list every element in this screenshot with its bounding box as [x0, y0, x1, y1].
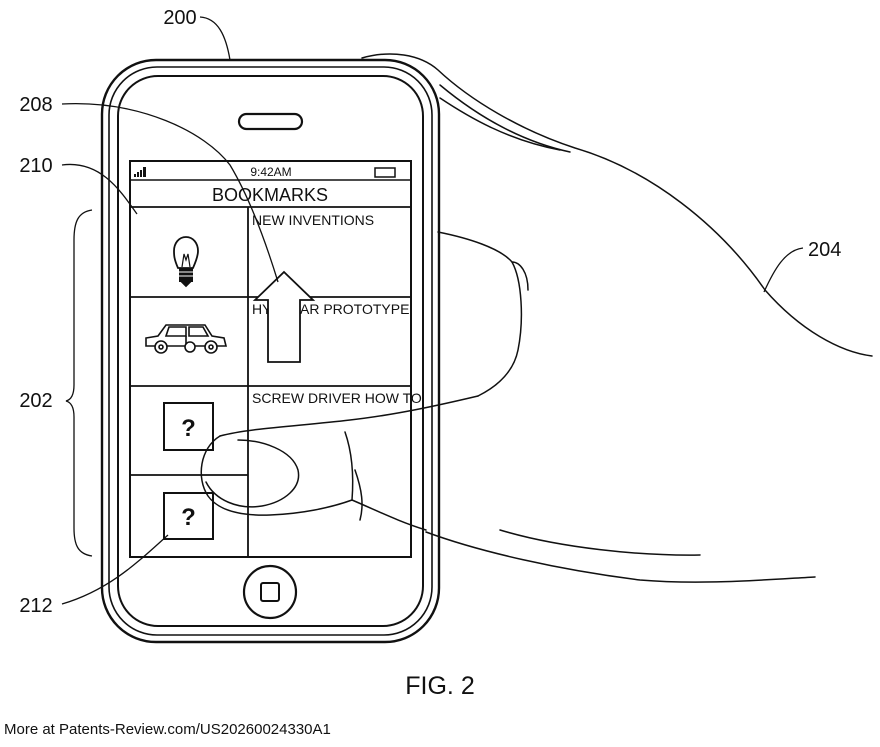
- source-footer: More at Patents-Review.com/US20260024330…: [4, 721, 331, 738]
- svg-text:?: ?: [181, 504, 196, 531]
- bookmark-item-1[interactable]: NEW INVENTIONS: [131, 208, 410, 296]
- figure-caption: FIG. 2: [405, 672, 475, 700]
- earpiece-speaker: [237, 112, 304, 131]
- bookmark-item-2[interactable]: HY AR PROTOTYPE: [131, 298, 410, 385]
- ref-numeral-200: 200: [163, 7, 196, 29]
- bookmark-label-2-left: HY: [252, 301, 272, 317]
- status-bar: 9:42AM: [130, 165, 411, 181]
- ref-numeral-208: 208: [19, 94, 52, 116]
- ref-numeral-210: 210: [19, 155, 52, 177]
- screen-title: BOOKMARKS: [212, 185, 328, 205]
- ref-numeral-204: 204: [808, 239, 841, 261]
- ref-numeral-202: 202: [19, 390, 52, 412]
- home-button[interactable]: [242, 564, 298, 620]
- bookmark-label-2-right: AR PROTOTYPE: [300, 301, 409, 317]
- phone-device: [100, 58, 441, 644]
- phone-screen: 9:42AM BOOKMARKS NEW INVENTIONS: [129, 160, 422, 558]
- bookmark-item-3[interactable]: SCREW DRIVER HOW TO ?: [131, 387, 422, 474]
- signal-icon: [134, 167, 146, 177]
- reference-leaders: [61, 16, 804, 605]
- bookmark-label-3: SCREW DRIVER HOW TO: [252, 390, 422, 406]
- svg-text:?: ?: [181, 415, 196, 442]
- ref-numeral-212: 212: [19, 595, 52, 617]
- hand-drawing: [200, 53, 873, 583]
- bookmark-label-1: NEW INVENTIONS: [252, 212, 374, 228]
- battery-icon: [374, 167, 396, 178]
- question-mark-icon: ?: [163, 492, 214, 540]
- lightbulb-icon: [173, 236, 199, 288]
- bookmark-item-4[interactable]: ?: [131, 476, 247, 556]
- question-mark-icon: ?: [163, 402, 214, 451]
- status-time: 9:42AM: [250, 165, 291, 179]
- car-icon: [145, 324, 228, 354]
- swipe-up-arrow-icon: [252, 270, 316, 363]
